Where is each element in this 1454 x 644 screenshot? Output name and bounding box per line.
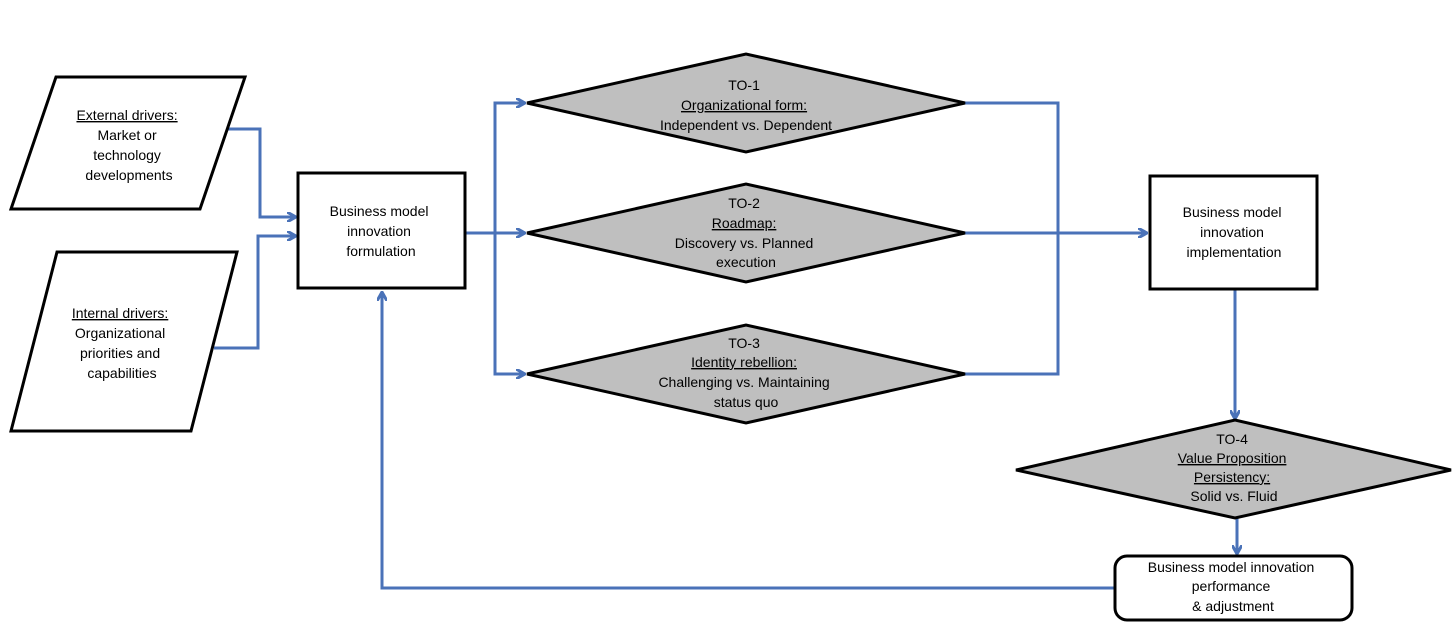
to4-diamond (1015, 418, 1452, 520)
internal-drivers-shape (9, 250, 239, 433)
internal-drivers-line-2: priorities and (80, 345, 160, 361)
to4-node: TO-4 Value Proposition Persistency: Soli… (1015, 418, 1452, 520)
to2-id: TO-2 (728, 195, 760, 211)
connector-split-to-to1 (493, 103, 524, 233)
connector-to3-merge (964, 233, 1060, 376)
connector-to1-merge (964, 101, 1060, 233)
to2-heading: Roadmap: (712, 215, 777, 231)
to4-heading-2: Persistency: (1194, 469, 1270, 485)
to4-line-1: Solid vs. Fluid (1190, 488, 1277, 504)
svg-text:TO-2 Roadmap: Disc: TO-2 Roadmap: Discovery vs. Planned exec… (675, 195, 817, 270)
to3-id: TO-3 (728, 335, 760, 351)
internal-drivers-node: Internal drivers: Organizational priorit… (9, 250, 239, 433)
svg-text:TO-3 Identity rebellion:: TO-3 Identity rebellion: Challenging vs.… (658, 335, 833, 410)
connector-split-to-to3 (493, 233, 524, 374)
svg-text:Business model innovatio: Business model innovation implementation (1183, 204, 1286, 260)
internal-drivers-heading: Internal drivers: (72, 305, 168, 321)
to3-line-2: status quo (714, 394, 779, 410)
to3-node: TO-3 Identity rebellion: Challenging vs.… (526, 323, 966, 425)
external-drivers-line-2: technology (93, 147, 161, 163)
formulation-box (296, 171, 467, 290)
implementation-line-1: Business model (1183, 204, 1282, 220)
to1-id: TO-1 (728, 77, 760, 93)
to1-line-1: Independent vs. Dependent (660, 117, 832, 133)
internal-drivers-line-1: Organizational (75, 325, 165, 341)
to1-heading: Organizational form: (681, 97, 807, 113)
performance-line-3: & adjustment (1192, 598, 1274, 614)
formulation-line-2: innovation (347, 223, 411, 239)
to3-diamond (526, 323, 966, 425)
external-drivers-line-1: Market or (97, 127, 156, 143)
to2-diamond (526, 182, 966, 284)
to2-node: TO-2 Roadmap: Discovery vs. Planned exec… (526, 182, 966, 284)
connector-external-to-formulation (222, 127, 295, 217)
implementation-box (1148, 174, 1319, 291)
performance-line-2: performance (1192, 578, 1271, 594)
svg-text:Business model innovation: Business model innovation performance & … (1148, 559, 1318, 614)
svg-text:Internal drivers: Organi: Internal drivers: Organizational priorit… (72, 305, 172, 381)
external-drivers-line-3: developments (85, 167, 172, 183)
to4-heading: Value Proposition (1178, 450, 1287, 466)
to3-line-1: Challenging vs. Maintaining (658, 374, 829, 390)
performance-node: Business model innovation performance & … (1113, 554, 1354, 622)
svg-text:TO-1 Organizational form: TO-1 Organizational form: Independent vs… (660, 77, 832, 133)
performance-line-1: Business model innovation (1148, 559, 1315, 575)
external-drivers-heading: External drivers: (76, 107, 177, 123)
to1-node: TO-1 Organizational form: Independent vs… (526, 52, 966, 154)
formulation-line-1: Business model (330, 203, 429, 219)
to2-line-2: execution (716, 254, 776, 270)
svg-text:External drivers: Market: External drivers: Market or technology d… (76, 107, 181, 183)
connector-internal-to-formulation (214, 236, 295, 350)
performance-box (1113, 554, 1354, 622)
connector-performance-feedback (382, 293, 1116, 590)
svg-text:TO-4 Value Proposition: TO-4 Value Proposition Persistency: Soli… (1178, 431, 1291, 504)
to2-line-1: Discovery vs. Planned (675, 235, 814, 251)
to3-heading: Identity rebellion: (691, 354, 797, 370)
svg-text:Business model innovatio: Business model innovation formulation (330, 203, 433, 259)
internal-drivers-line-3: capabilities (87, 365, 156, 381)
implementation-line-2: innovation (1200, 224, 1264, 240)
to4-id: TO-4 (1216, 431, 1248, 447)
external-drivers-node: External drivers: Market or technology d… (8, 75, 248, 211)
formulation-node: Business model innovation formulation (296, 171, 467, 290)
external-drivers-shape (8, 75, 248, 211)
formulation-line-3: formulation (346, 243, 415, 259)
implementation-node: Business model innovation implementation (1148, 174, 1319, 291)
implementation-line-3: implementation (1187, 244, 1282, 260)
to1-diamond (526, 52, 966, 154)
connectors (214, 101, 1237, 590)
